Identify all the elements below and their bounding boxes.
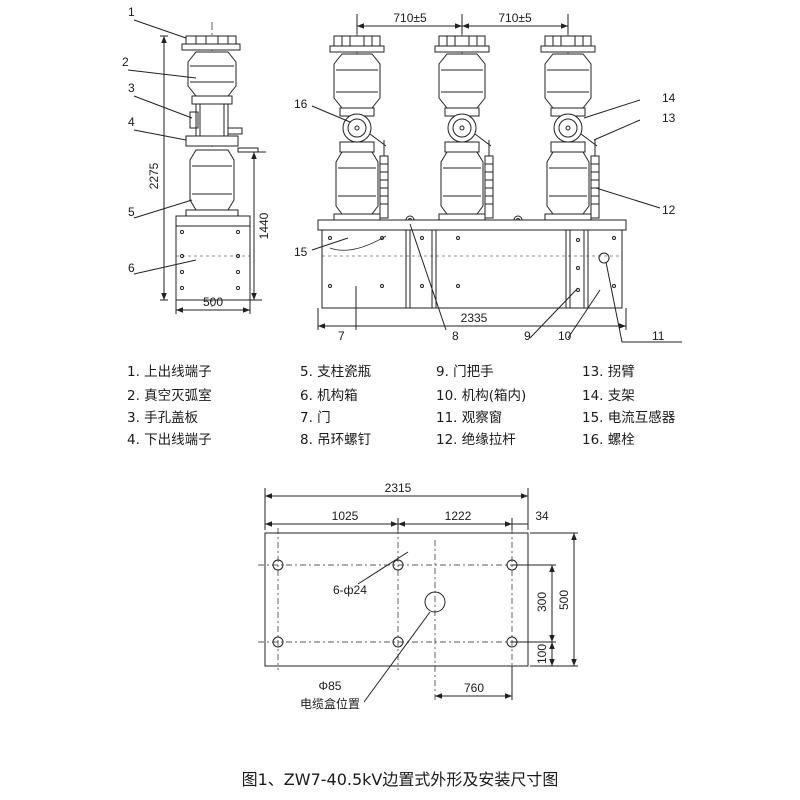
callout-11: 11 bbox=[652, 329, 665, 343]
dim-2315: 2315 bbox=[385, 481, 412, 495]
dim-760: 760 bbox=[464, 681, 484, 695]
figure-caption: 图1、ZW7-40.5kV边置式外形及安装尺寸图 bbox=[241, 770, 559, 789]
callout-13: 13 bbox=[662, 111, 676, 125]
front-view-labels: 710±5 710±5 2335 16 14 13 12 15 7 8 9 10… bbox=[294, 11, 676, 343]
dim-2335: 2335 bbox=[461, 311, 488, 325]
callout-14: 14 bbox=[662, 91, 676, 105]
callout-9: 9 bbox=[524, 329, 531, 343]
dim-2275: 2275 bbox=[147, 162, 161, 189]
side-view-labels: 1 2 3 4 5 6 2275 1440 500 bbox=[122, 5, 271, 309]
dim-1222: 1222 bbox=[445, 509, 472, 523]
callout-7: 7 bbox=[338, 329, 345, 343]
plan-view bbox=[258, 488, 578, 703]
dim-500-side: 500 bbox=[203, 295, 223, 309]
callout-8: 8 bbox=[452, 329, 459, 343]
dim-710-left: 710±5 bbox=[393, 11, 427, 25]
callout-16: 16 bbox=[294, 97, 308, 111]
callout-5: 5 bbox=[128, 205, 135, 219]
side-view bbox=[127, 19, 266, 314]
dim-300: 300 bbox=[535, 592, 549, 612]
dim-100: 100 bbox=[535, 644, 549, 664]
callout-2: 2 bbox=[122, 55, 129, 69]
plan-view-labels: 2315 1025 1222 34 6-ф24 300 500 100 760 … bbox=[300, 481, 571, 711]
callout-12: 12 bbox=[662, 203, 676, 217]
label-cable-diameter: Φ85 bbox=[319, 679, 342, 693]
dim-710-right: 710±5 bbox=[498, 11, 532, 25]
callout-3: 3 bbox=[128, 81, 135, 95]
front-view bbox=[311, 14, 682, 343]
label-holes: 6-ф24 bbox=[333, 583, 367, 597]
callout-10: 10 bbox=[558, 329, 572, 343]
dim-1440: 1440 bbox=[257, 212, 271, 239]
callout-4: 4 bbox=[128, 115, 135, 129]
callout-1: 1 bbox=[128, 5, 135, 19]
callout-15: 15 bbox=[294, 245, 308, 259]
label-cable-position: 电缆盒位置 bbox=[300, 696, 360, 711]
dim-1025: 1025 bbox=[332, 509, 359, 523]
dim-500-plan: 500 bbox=[557, 590, 571, 610]
callout-6: 6 bbox=[128, 261, 135, 275]
dim-34: 34 bbox=[535, 509, 549, 523]
